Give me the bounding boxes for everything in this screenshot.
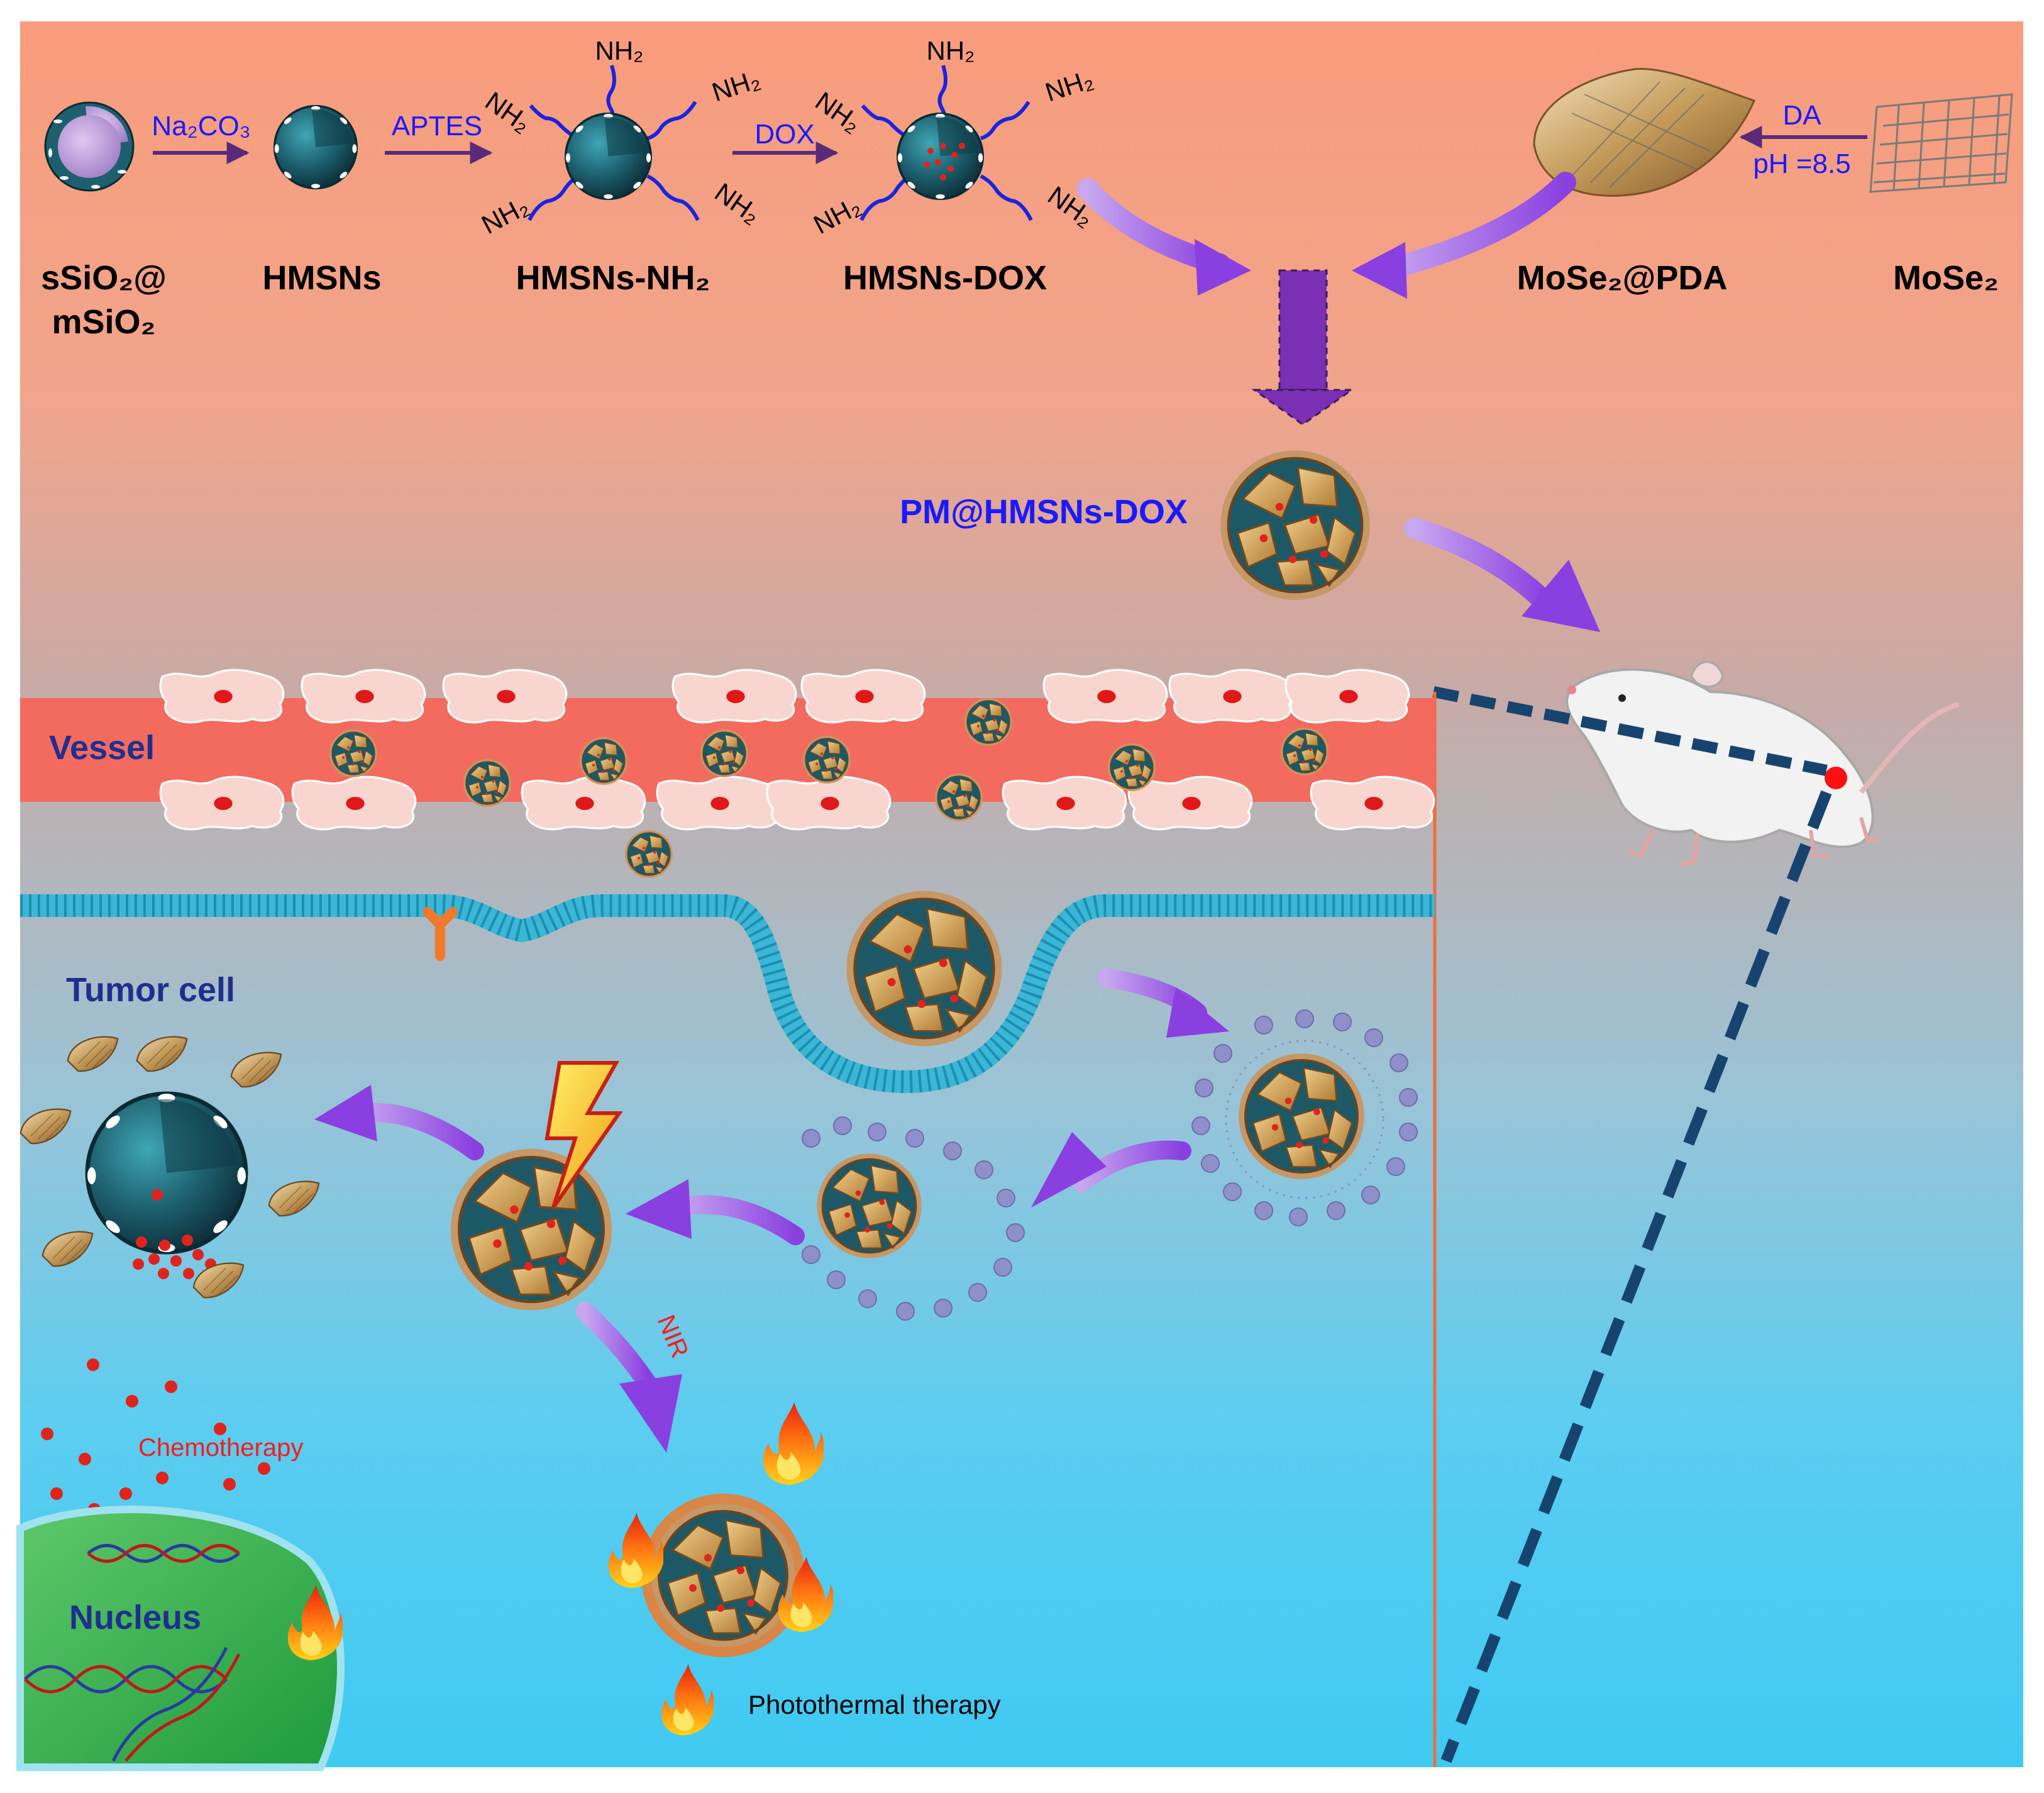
endosome-middle	[802, 1116, 1025, 1321]
label-ssio2-line2: mSiO₂	[52, 303, 155, 341]
ssio2-msio2-particle	[44, 101, 135, 192]
label-ssio2-line1: sSiO₂@	[41, 259, 167, 297]
reagent-aptes: APTES	[392, 111, 482, 142]
mose2-lattice	[1869, 93, 2013, 193]
nh2-label: NH₂	[595, 36, 644, 65]
zoom-line-bottom	[1440, 790, 1832, 1763]
tumor-site-marker	[1825, 767, 1847, 789]
reagent-dox: DOX	[754, 119, 814, 150]
endosome-right	[1191, 1009, 1418, 1226]
label-nucleus: Nucleus	[69, 1599, 201, 1636]
label-mose2: MoSe₂	[1893, 259, 1999, 297]
nh2-label: NH₂	[927, 36, 975, 65]
label-vessel: Vessel	[49, 729, 155, 767]
label-chemotherapy: Chemotherapy	[138, 1434, 303, 1462]
nucleus	[16, 1506, 345, 1771]
label-tumor-cell: Tumor cell	[66, 971, 235, 1009]
label-hmsns: HMSNs	[262, 259, 381, 297]
hmsns-particle	[273, 104, 358, 190]
mouse-illustration	[1566, 661, 1960, 867]
hmsns-nh2-particle	[528, 65, 700, 221]
photothermal-particle	[608, 1402, 833, 1736]
cell-membrane	[20, 894, 1435, 1094]
hmsns-dox-particle	[859, 65, 1033, 221]
particle-in-endosome-2	[815, 1152, 923, 1260]
pm-hmsns-dox-particle	[1220, 450, 1370, 600]
activated-particle	[451, 1149, 612, 1311]
label-pm-hmsns-dox: PM@HMSNs-DOX	[900, 493, 1188, 531]
particle-in-endosome	[1237, 1052, 1366, 1180]
endocytosed-particle	[847, 891, 1002, 1046]
reagent-na2co3: Na₂CO₃	[152, 111, 250, 142]
label-mose2-pda: MoSe₂@PDA	[1517, 259, 1728, 297]
vessel	[20, 669, 1435, 879]
zoom-line-top	[1432, 686, 1828, 776]
dox-molecules	[41, 1358, 270, 1516]
lightning-bolt-icon	[544, 1061, 623, 1209]
arrow-to-mouse	[1404, 518, 1557, 614]
drug-release-particle	[87, 1094, 246, 1279]
label-hmsns-nh2: HMSNs-NH₂	[516, 259, 710, 297]
reagent-ph: pH =8.5	[1753, 148, 1850, 179]
converging-arrows	[1077, 172, 1576, 426]
reagent-da: DA	[1782, 100, 1821, 131]
mose2-pda-flake	[1533, 68, 1756, 197]
cytoplasm-arrows	[314, 969, 1229, 1453]
label-hmsns-dox: HMSNs-DOX	[843, 259, 1047, 297]
label-photothermal: Photothermal therapy	[748, 1690, 1001, 1719]
